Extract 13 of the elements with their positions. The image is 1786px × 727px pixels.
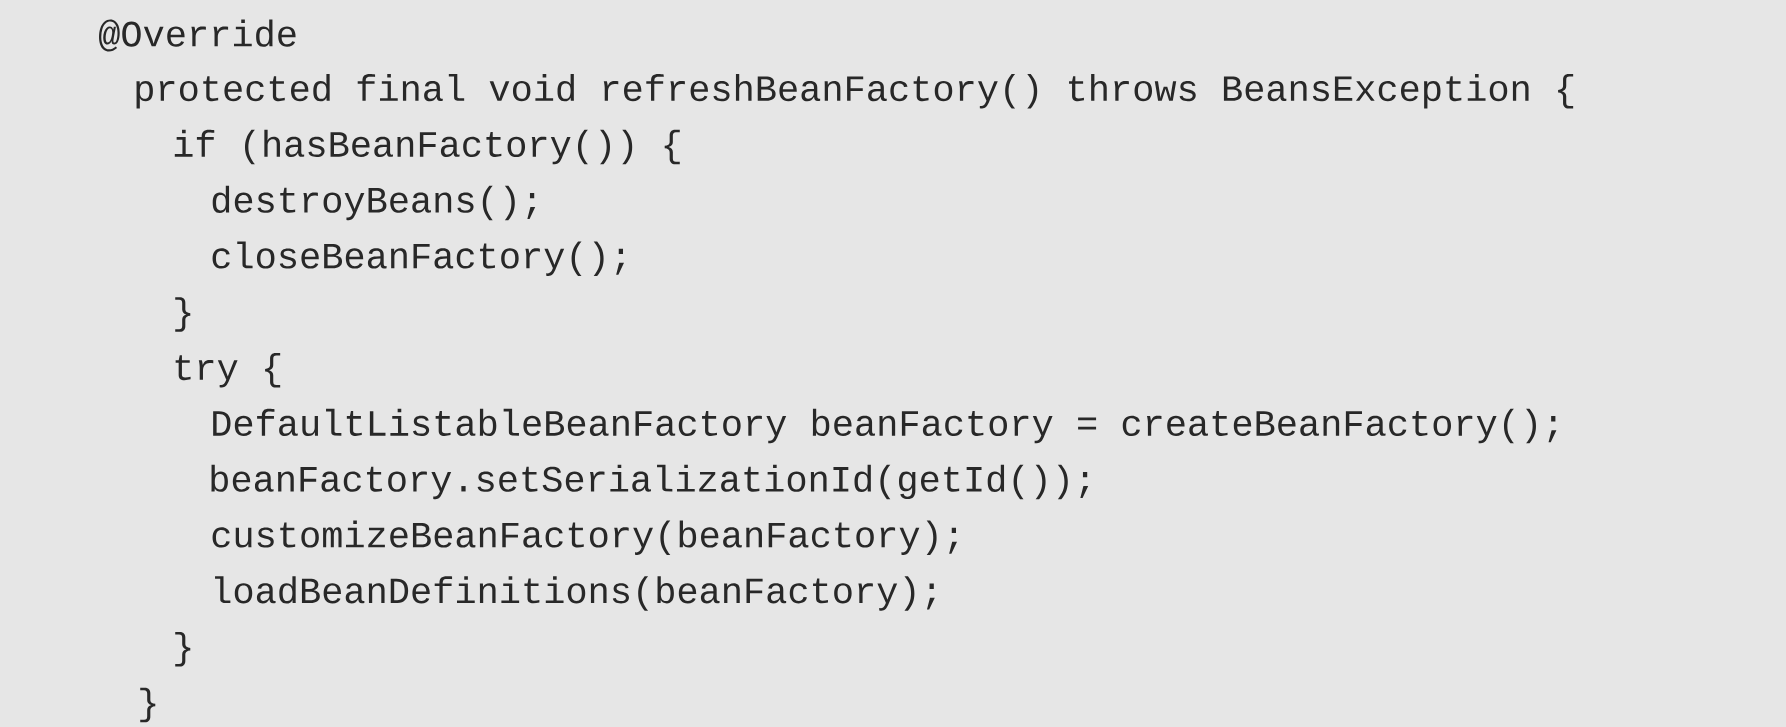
code-line: customizeBeanFactory(beanFactory); bbox=[212, 520, 957, 555]
code-line: DefaultListableBeanFactory beanFactory = createBeanFactory(); bbox=[213, 408, 1557, 444]
code-line: if (hasBeanFactory()) { bbox=[174, 129, 680, 165]
code-line: } bbox=[140, 687, 156, 723]
code-line: } bbox=[175, 632, 191, 667]
code-line: @Override bbox=[99, 19, 296, 52]
code-line: try { bbox=[175, 353, 281, 388]
code-line: loadBeanDefinitions(beanFactory); bbox=[215, 576, 935, 611]
code-line: beanFactory.setSerializationId(getId()); bbox=[211, 464, 1089, 500]
code-line: closeBeanFactory(); bbox=[212, 241, 624, 276]
code-line: protected final void refreshBeanFactory() throws BeansException { bbox=[136, 74, 1574, 109]
code-line: } bbox=[175, 297, 191, 332]
code-line: destroyBeans(); bbox=[212, 185, 536, 221]
